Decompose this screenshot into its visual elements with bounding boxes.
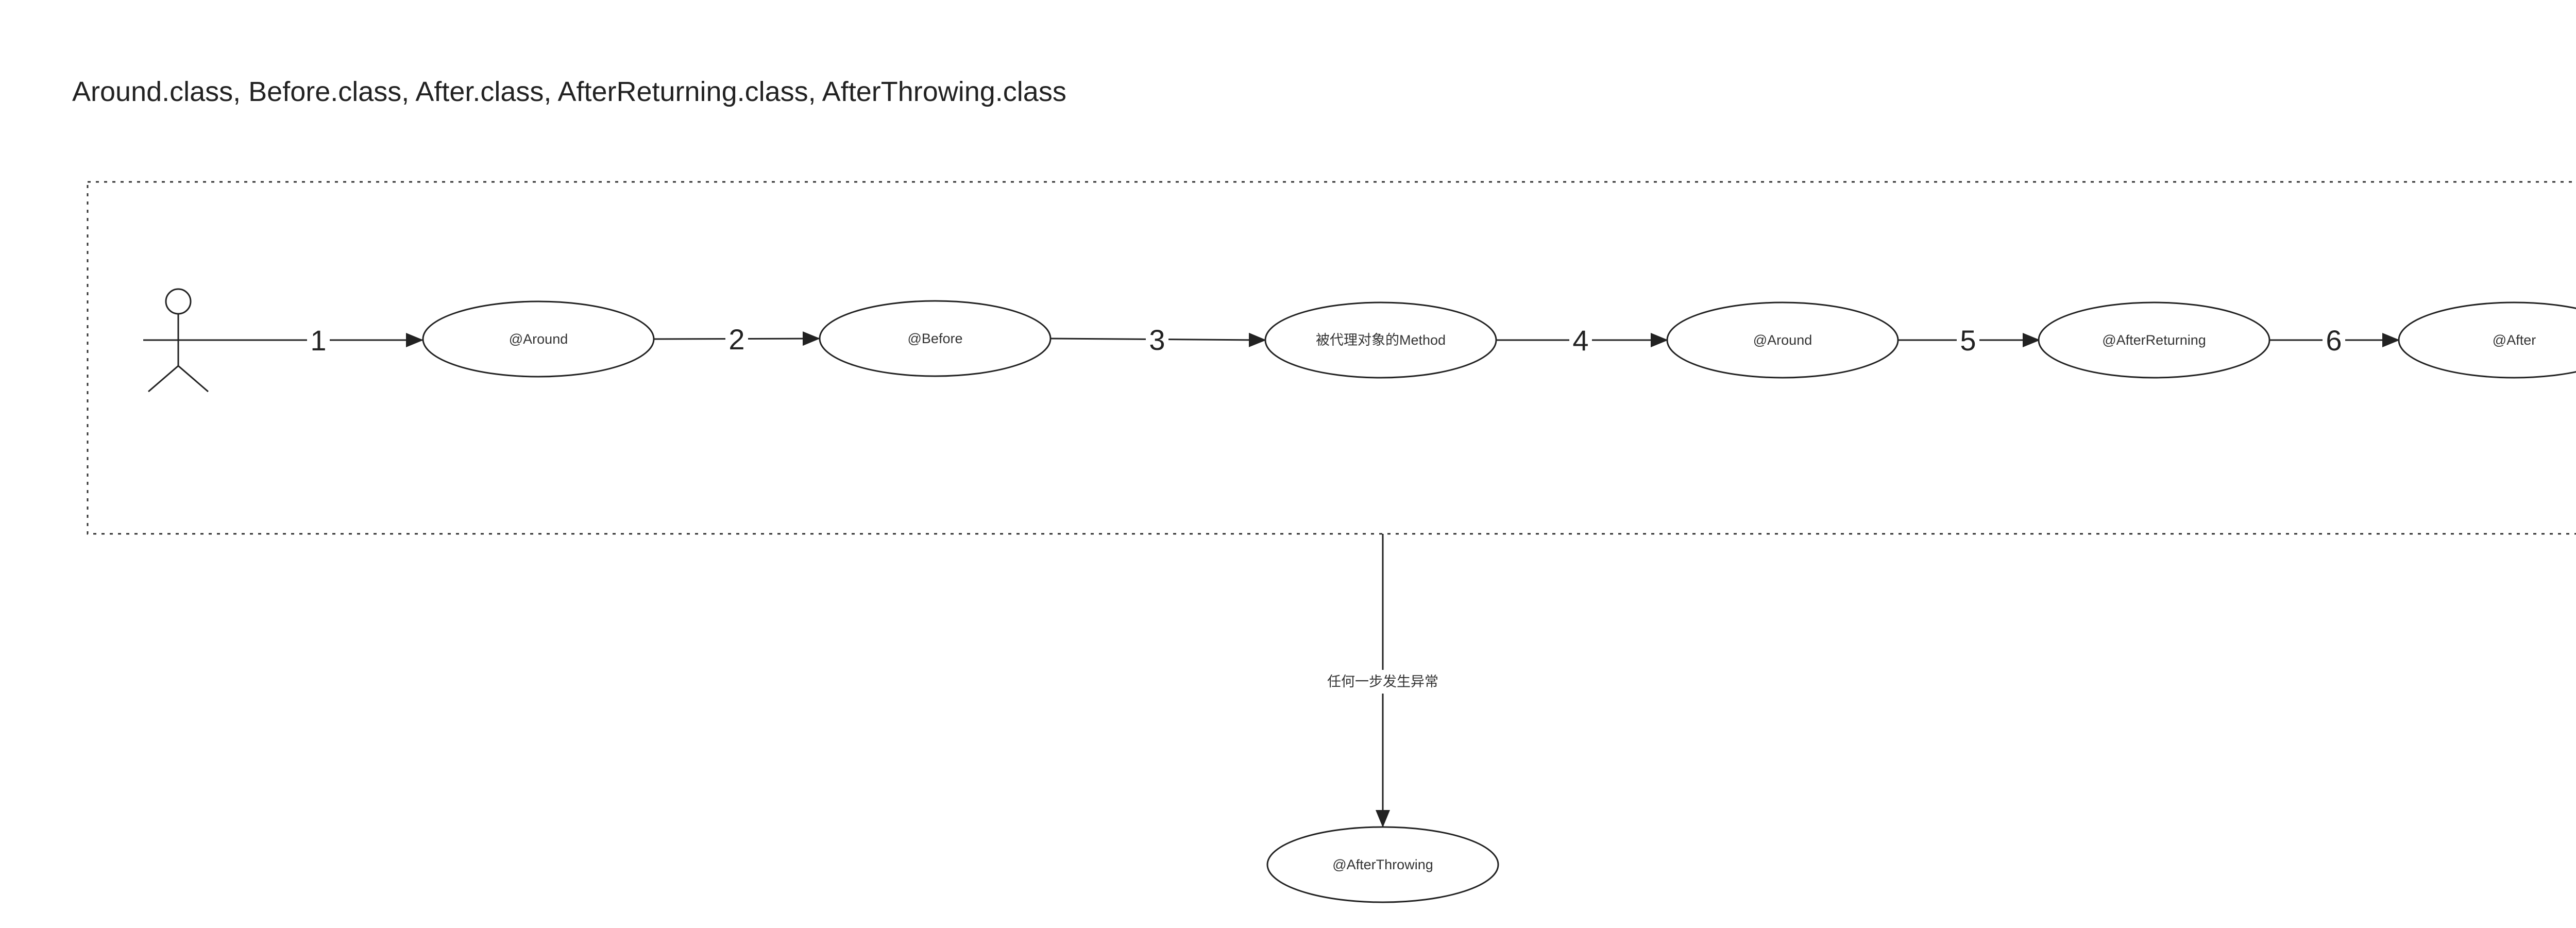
node-before: @Before — [819, 300, 1052, 377]
step-label-1: 1 — [310, 324, 326, 357]
step-labels: 1 2 3 4 5 6 — [307, 321, 2345, 358]
node-after-throwing: @AfterThrowing — [1266, 826, 1499, 903]
node-method: 被代理对象的Method — [1264, 301, 1497, 379]
node-around-2: @Around — [1666, 301, 1899, 379]
exception-label: 任何一步发生异常 — [1327, 674, 1438, 689]
node-label: @AfterThrowing — [1332, 857, 1433, 872]
node-after-returning: @AfterReturning — [2038, 301, 2270, 379]
step-label-5: 5 — [1960, 324, 1976, 357]
node-label: @Around — [1753, 332, 1812, 348]
step-label-4: 4 — [1572, 324, 1588, 357]
node-after: @After — [2398, 301, 2576, 379]
node-label: @Before — [908, 331, 963, 346]
node-label: @After — [2493, 332, 2536, 348]
node-label: @Around — [509, 331, 568, 347]
step-label-3: 3 — [1149, 324, 1165, 356]
scope-frame — [87, 181, 2576, 535]
flow-edges — [185, 331, 2400, 828]
step-label-6: 6 — [2326, 324, 2342, 357]
stick-figure-icon — [143, 288, 213, 393]
node-label: @AfterReturning — [2102, 332, 2206, 348]
node-around-1: @Around — [422, 300, 655, 378]
diagram-title: Around.class, Before.class, After.class,… — [72, 76, 1066, 107]
step-label-2: 2 — [728, 323, 744, 356]
node-label: 被代理对象的Method — [1316, 332, 1446, 348]
